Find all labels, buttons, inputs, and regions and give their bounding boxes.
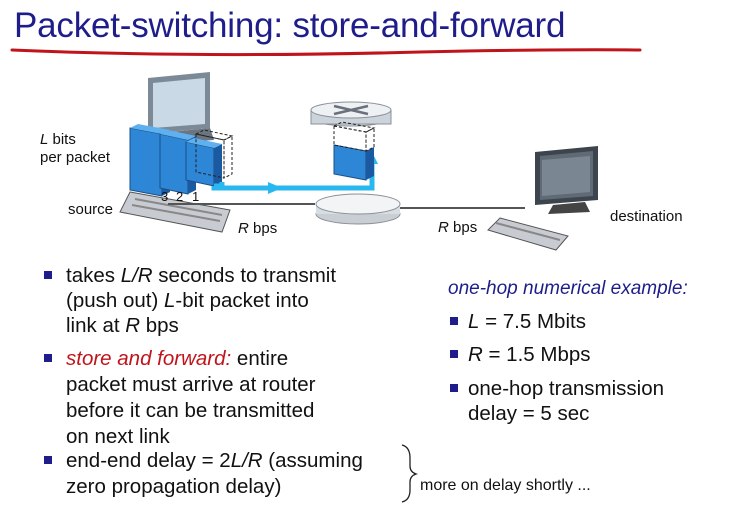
bullet-1-line-3: link at R bps <box>66 314 179 337</box>
source-label: source <box>68 201 114 218</box>
example-item-2: R = 1.5 Mbps <box>468 343 591 366</box>
link-rate-left: R bps <box>238 220 278 237</box>
bullet-marker <box>44 456 52 464</box>
packet-size-label-line2: per packet <box>40 149 111 166</box>
bullet-marker <box>450 350 458 358</box>
router-base-icon <box>315 193 401 225</box>
link-rate-right: R bps <box>438 219 478 236</box>
bullet-marker <box>44 354 52 362</box>
bullet-2-line-4: on next link <box>66 425 170 448</box>
bullet-2-line-3: before it can be transmitted <box>66 399 315 422</box>
example-item-3-line-2: delay = 5 sec <box>468 402 590 425</box>
bullet-1-line-2: (push out) L-bit packet into <box>66 289 309 312</box>
destination-computer-icon <box>487 146 598 251</box>
packet-size-label: L bits <box>40 131 76 148</box>
page-title: Packet-switching: store-and-forward <box>14 6 566 45</box>
bullet-3-line-2: zero propagation delay) <box>66 475 282 498</box>
bracket <box>401 444 419 503</box>
packet-number-2: 2 <box>176 189 184 204</box>
footnote: more on delay shortly ... <box>420 477 591 494</box>
bullet-2-line-2: packet must arrive at router <box>66 373 316 396</box>
bullet-1-line-1: takes L/R seconds to transmit <box>66 264 337 287</box>
bullet-2-line-1: store and forward: entire <box>66 347 289 370</box>
bullet-marker <box>450 317 458 325</box>
destination-label: destination <box>610 208 683 225</box>
bullet-marker <box>44 271 52 279</box>
source-computer-icon <box>119 72 231 233</box>
title-underline <box>10 48 642 57</box>
example-item-3-line-1: one-hop transmission <box>468 377 664 400</box>
example-item-1: L = 7.5 Mbits <box>468 310 586 333</box>
bullet-marker <box>450 384 458 392</box>
packet-number-3: 3 <box>161 189 169 204</box>
router-icon <box>310 101 392 181</box>
example-heading: one-hop numerical example: <box>448 278 688 299</box>
packet-number-1: 1 <box>192 189 200 204</box>
source-packets <box>129 124 234 197</box>
bullet-3-line-1: end-end delay = 2L/R (assuming <box>66 449 363 472</box>
